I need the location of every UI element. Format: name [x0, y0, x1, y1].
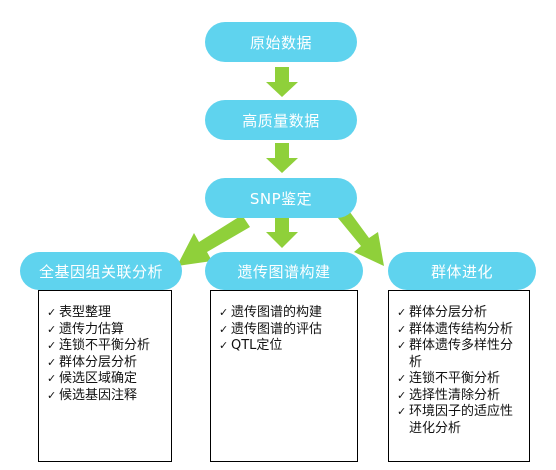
arrow-snp-to-gwas: [177, 215, 250, 266]
list-item-text: 遗传图谱的构建: [231, 305, 323, 320]
population-evolution-task-list: ✓群体分层分析 ✓群体遗传结构分析 ✓群体遗传多样性分析 ✓连锁不平衡分析 ✓选…: [388, 290, 530, 462]
check-icon: ✓: [397, 372, 407, 385]
genetic-map-task-list: ✓遗传图谱的构建 ✓遗传图谱的评估 ✓QTL定位: [210, 290, 358, 462]
arrow-snp-to-map: [266, 218, 298, 248]
list-item: ✓群体分层分析: [397, 305, 523, 322]
check-icon: ✓: [47, 322, 57, 336]
list-item: ✓群体分层分析: [47, 355, 165, 372]
node-high-quality-data: 高质量数据: [205, 100, 357, 140]
check-icon: ✓: [219, 322, 229, 336]
list-item: ✓遗传图谱的构建: [219, 305, 351, 322]
node-genetic-map: 遗传图谱构建: [205, 252, 363, 290]
list-item: ✓连锁不平衡分析: [397, 371, 523, 388]
check-icon: ✓: [219, 339, 229, 352]
list-item-text: 选择性清除分析: [409, 387, 501, 403]
check-icon: ✓: [397, 388, 407, 402]
list-item-text: 环境因子的适应性进化分析: [409, 404, 514, 436]
gwas-task-list: ✓表型整理 ✓遗传力估算 ✓连锁不平衡分析 ✓群体分层分析 ✓候选区域确定 ✓候…: [38, 290, 172, 462]
check-icon: ✓: [397, 405, 407, 418]
list-item: ✓表型整理: [47, 305, 165, 322]
list-item: ✓候选基因注释: [47, 388, 165, 405]
list-item-text: 表型整理: [59, 305, 112, 320]
node-raw-data: 原始数据: [205, 22, 357, 62]
list-item-text: 群体分层分析: [59, 354, 138, 370]
list-item-text: 群体遗传多样性分析: [409, 338, 514, 370]
check-icon: ✓: [397, 306, 407, 319]
node-population-evolution-label: 群体进化: [430, 262, 493, 281]
check-icon: ✓: [47, 355, 57, 369]
node-high-quality-data-label: 高质量数据: [242, 111, 320, 130]
list-item: ✓遗传力估算: [47, 322, 165, 339]
check-icon: ✓: [397, 322, 407, 336]
arrow-raw-to-hq: [266, 67, 298, 97]
node-population-evolution: 群体进化: [388, 252, 536, 290]
list-item: ✓环境因子的适应性进化分析: [397, 404, 523, 437]
list-item-text: 连锁不平衡分析: [59, 338, 151, 353]
list-item-text: 群体遗传结构分析: [409, 321, 514, 337]
list-item-text: 遗传力估算: [59, 321, 125, 337]
node-snp-identification-label: SNP鉴定: [249, 189, 313, 208]
node-gwas-label: 全基因组关联分析: [38, 262, 163, 281]
list-item: ✓遗传图谱的评估: [219, 322, 351, 339]
list-item: ✓群体遗传结构分析: [397, 322, 523, 339]
list-item-text: 群体分层分析: [409, 305, 488, 320]
check-icon: ✓: [397, 339, 407, 352]
node-gwas: 全基因组关联分析: [20, 252, 182, 290]
list-item-text: 连锁不平衡分析: [409, 371, 501, 386]
check-icon: ✓: [47, 306, 57, 319]
arrow-snp-to-evo: [333, 204, 384, 266]
check-icon: ✓: [47, 372, 57, 385]
node-raw-data-label: 原始数据: [249, 33, 312, 52]
list-item-text: 遗传图谱的评估: [231, 321, 323, 337]
arrow-hq-to-snp: [266, 143, 298, 173]
node-genetic-map-label: 遗传图谱构建: [237, 262, 331, 281]
node-snp-identification: SNP鉴定: [205, 178, 357, 218]
check-icon: ✓: [47, 388, 57, 402]
list-item-text: 候选基因注释: [59, 387, 138, 403]
check-icon: ✓: [219, 306, 229, 319]
list-item: ✓QTL定位: [219, 338, 351, 355]
list-item: ✓选择性清除分析: [397, 388, 523, 405]
list-item: ✓群体遗传多样性分析: [397, 338, 523, 371]
list-item-text: QTL定位: [231, 338, 283, 353]
list-item: ✓候选区域确定: [47, 371, 165, 388]
list-item: ✓连锁不平衡分析: [47, 338, 165, 355]
check-icon: ✓: [47, 339, 57, 352]
list-item-text: 候选区域确定: [59, 371, 138, 386]
